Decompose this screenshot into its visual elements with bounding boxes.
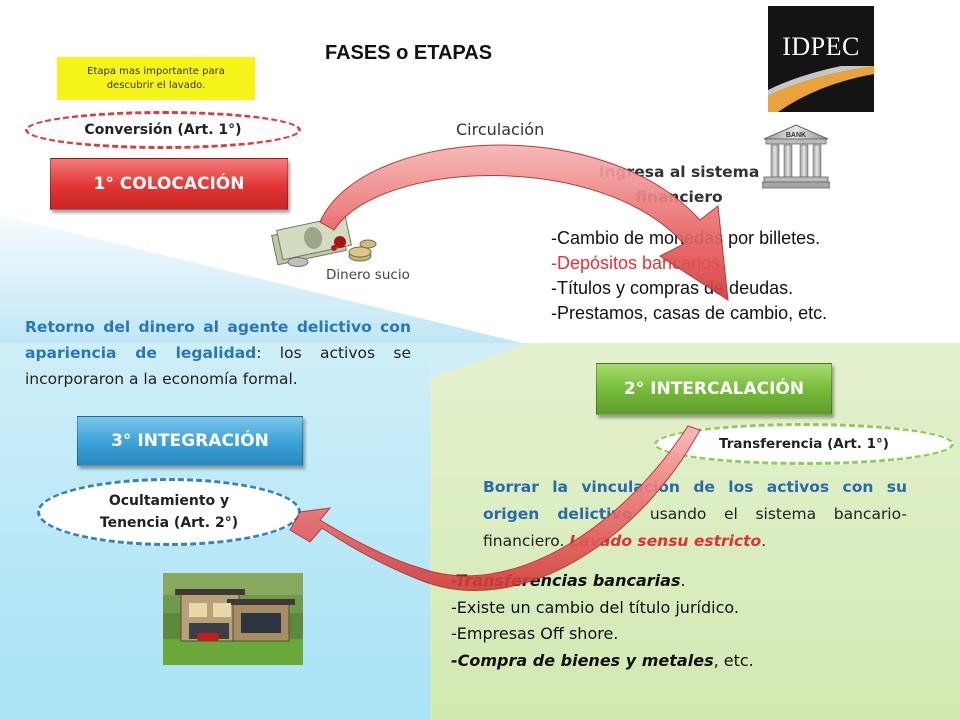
- circulation-label: Circulación: [456, 120, 545, 139]
- enters-financial-system-label: Ingresa al sistema financiero: [570, 160, 788, 210]
- assets-purchase-highlight: -Compra de bienes y metales: [451, 650, 714, 670]
- list-item-suffix: , etc.: [713, 650, 754, 670]
- layering-description: Borrar la vinculación de los activos con…: [483, 474, 907, 555]
- phase-1-label: 1° COLOCACIÓN: [93, 174, 245, 194]
- layering-desc-red: Lavado sensu estricto: [569, 532, 762, 550]
- transfer-article-oval: Transferencia (Art. 1°): [654, 423, 954, 465]
- phase-2-intercalacion-box: 2° INTERCALACIÓN: [596, 363, 832, 415]
- list-item: -Transferencias bancarias.: [451, 568, 754, 595]
- concealment-article-label: Ocultamiento y Tenencia (Art. 2°): [100, 490, 238, 534]
- conversion-article-oval: Conversión (Art. 1°): [25, 111, 301, 149]
- concealment-line-1: Ocultamiento y: [108, 493, 230, 509]
- enters-line-1: Ingresa al sistema: [598, 163, 760, 181]
- phase-3-integracion-box: 3° INTEGRACIÓN: [77, 416, 303, 466]
- conversion-article-label: Conversión (Art. 1°): [84, 122, 242, 138]
- page-title: FASES o ETAPAS: [325, 42, 493, 64]
- bank-transfers-highlight: -Transferencias bancarias: [451, 571, 681, 590]
- transfer-article-label: Transferencia (Art. 1°): [719, 436, 889, 452]
- list-item: -Títulos y compras de deudas.: [551, 278, 794, 298]
- integration-desc-rest: : los activos se incorporaron a la econo…: [25, 344, 411, 388]
- bank-deposits-highlight: -Depósitos bancarios: [551, 253, 721, 273]
- logo-text: IDPEC: [782, 32, 860, 61]
- phase-2-label: 2° INTERCALACIÓN: [623, 379, 805, 399]
- idpec-logo: IDPEC: [768, 6, 874, 112]
- house-image: [163, 573, 303, 665]
- dirty-money-label: Dinero sucio: [326, 267, 410, 283]
- layering-desc-end: .: [761, 532, 767, 550]
- dirty-money-image: [271, 215, 377, 267]
- phase-1-colocacion-box: 1° COLOCACIÓN: [50, 158, 288, 210]
- concealment-article-oval: Ocultamiento y Tenencia (Art. 2°): [37, 478, 301, 546]
- list-item-suffix: .: [680, 571, 686, 590]
- integration-description: Retorno del dinero al agente delictivo c…: [25, 314, 411, 392]
- importance-note: Etapa mas importante para descubrir el l…: [57, 57, 255, 100]
- list-item-suffix: .: [720, 253, 726, 273]
- list-item: -Prestamos, casas de cambio, etc.: [551, 303, 828, 323]
- list-item: -Existe un cambio del título jurídico.: [451, 597, 739, 617]
- layering-methods-list: -Transferencias bancarias. -Existe un ca…: [451, 568, 754, 674]
- bank-sign-text: BANK: [786, 132, 806, 139]
- bank-icon: BANK: [762, 124, 830, 189]
- house-illustration: [163, 573, 303, 665]
- concealment-line-2: Tenencia (Art. 2°): [99, 515, 239, 531]
- list-item: -Cambio de monedas por billetes.: [551, 228, 821, 248]
- logo-swoosh-icon: [768, 66, 874, 112]
- integration-desc-bold: Retorno del dinero al agente delictivo c…: [25, 318, 411, 362]
- phase-3-label: 3° INTEGRACIÓN: [111, 431, 269, 451]
- placement-methods-list: -Cambio de monedas por billetes. -Depósi…: [551, 226, 827, 326]
- list-item: -Compra de bienes y metales, etc.: [451, 648, 754, 675]
- list-item: -Empresas Off shore.: [451, 624, 619, 643]
- list-item: -Depósitos bancarios.: [551, 251, 827, 276]
- enters-line-2: financiero: [635, 188, 723, 206]
